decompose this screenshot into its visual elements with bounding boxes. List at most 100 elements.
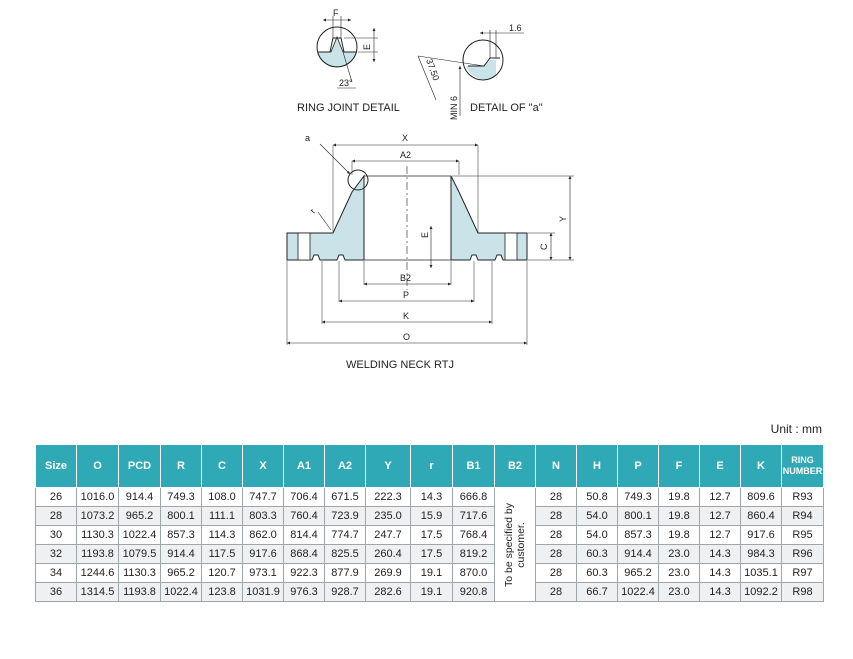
table-cell: 28 [535, 506, 577, 526]
header-r-small: r [410, 445, 453, 488]
table-cell: 1035.1 [740, 563, 782, 583]
ring-line1: RING [791, 455, 814, 465]
table-cell: 60.3 [576, 563, 618, 583]
table-cell: 120.7 [201, 563, 243, 583]
main-label-b2: B2 [400, 273, 411, 283]
main-label-c: C [539, 243, 549, 250]
table-cell: 717.6 [452, 506, 495, 526]
table-cell: 819.2 [452, 544, 495, 564]
table-cell: 60.3 [576, 544, 618, 564]
table-cell: R96 [781, 544, 824, 564]
table-cell: 14.3 [410, 487, 453, 507]
table-cell: 774.7 [324, 525, 366, 545]
table-cell: 723.9 [324, 506, 366, 526]
header-b2: B2 [494, 445, 536, 488]
table-cell: 814.4 [283, 525, 325, 545]
table-cell: 870.0 [452, 563, 495, 583]
table-cell: 803.3 [242, 506, 284, 526]
table-cell: 825.5 [324, 544, 366, 564]
table-cell: 19.8 [658, 525, 700, 545]
table-cell: 17.5 [410, 525, 453, 545]
table-cell: 117.5 [201, 544, 243, 564]
table-cell: 12.7 [699, 487, 741, 507]
table-cell: 50.8 [576, 487, 618, 507]
table-cell: 247.7 [365, 525, 411, 545]
main-label-o: O [403, 332, 410, 342]
table-cell: R95 [781, 525, 824, 545]
table-cell: 114.3 [201, 525, 243, 545]
dimensions-table: Size O PCD R C X A1 A2 Y r B1 B2 N H P F… [35, 445, 824, 602]
table-cell: 28 [535, 525, 577, 545]
ring-joint-caption: RING JOINT DETAIL [297, 102, 400, 114]
table-cell: 1130.3 [118, 563, 161, 583]
table-cell: 1092.2 [740, 582, 782, 602]
table-cell: 1079.5 [118, 544, 161, 564]
table-cell: R93 [781, 487, 824, 507]
table-cell: 282.6 [365, 582, 411, 602]
table-cell: 269.9 [365, 563, 411, 583]
header-b1: B1 [452, 445, 495, 488]
main-label-x: X [402, 133, 408, 143]
header-pcd: PCD [118, 445, 161, 488]
table-cell: 28 [535, 563, 577, 583]
header-k: K [740, 445, 782, 488]
welding-neck-caption: WELDING NECK RTJ [346, 359, 454, 371]
table-cell: 666.8 [452, 487, 495, 507]
table-cell: 1130.3 [76, 525, 119, 545]
table-cell: 747.7 [242, 487, 284, 507]
table-cell: 1022.4 [118, 525, 161, 545]
table-cell: 928.7 [324, 582, 366, 602]
table-cell: 32 [35, 544, 77, 564]
unit-label: Unit : mm [770, 422, 822, 436]
table-cell: 706.4 [283, 487, 325, 507]
table-cell: 28 [535, 544, 577, 564]
table-cell: 108.0 [201, 487, 243, 507]
table-cell: 23.0 [658, 544, 700, 564]
table-header-row: Size O PCD R C X A1 A2 Y r B1 B2 N H P F… [35, 445, 824, 488]
table-cell: 914.4 [160, 544, 202, 564]
ring-joint-detail: F E 23° RING JOINT DETAIL [297, 8, 400, 114]
table-cell: 965.2 [118, 506, 161, 526]
table-cell: 28 [535, 487, 577, 507]
rj-label-angle: 23° [339, 78, 353, 88]
table-cell: 857.3 [617, 525, 659, 545]
table-cell: 66.7 [576, 582, 618, 602]
table-cell: 965.2 [160, 563, 202, 583]
header-f: F [658, 445, 700, 488]
table-cell: R94 [781, 506, 824, 526]
table-cell: 222.3 [365, 487, 411, 507]
table-cell: 14.3 [699, 563, 741, 583]
welding-neck-view: a X A2 r Y C E B2 P [286, 133, 574, 371]
table-cell: R97 [781, 563, 824, 583]
table-cell: 800.1 [160, 506, 202, 526]
table-cell: 19.1 [410, 582, 453, 602]
table-cell: 749.3 [160, 487, 202, 507]
table-cell: 800.1 [617, 506, 659, 526]
table-cell: 1022.4 [617, 582, 659, 602]
table-cell: 23.0 [658, 563, 700, 583]
table-cell: 917.6 [740, 525, 782, 545]
detail-a-dim: 1.6 [509, 23, 522, 33]
main-label-a: a [305, 133, 310, 143]
table-cell: 19.8 [658, 506, 700, 526]
table-cell: 14.3 [699, 544, 741, 564]
table-cell: 1031.9 [242, 582, 284, 602]
table-cell: 54.0 [576, 525, 618, 545]
table-cell: 768.4 [452, 525, 495, 545]
table-cell: 1073.2 [76, 506, 119, 526]
table-cell: 973.1 [242, 563, 284, 583]
table-cell: 868.4 [283, 544, 325, 564]
header-e: E [699, 445, 741, 488]
table-cell: 984.3 [740, 544, 782, 564]
table-cell: 914.4 [118, 487, 161, 507]
main-label-e: E [420, 232, 430, 238]
table-cell: 12.7 [699, 525, 741, 545]
detail-a: 1.6 37.50 MIN 6 DETAIL OF "a" [417, 23, 543, 120]
table-cell: 36 [35, 582, 77, 602]
table-cell: R98 [781, 582, 824, 602]
